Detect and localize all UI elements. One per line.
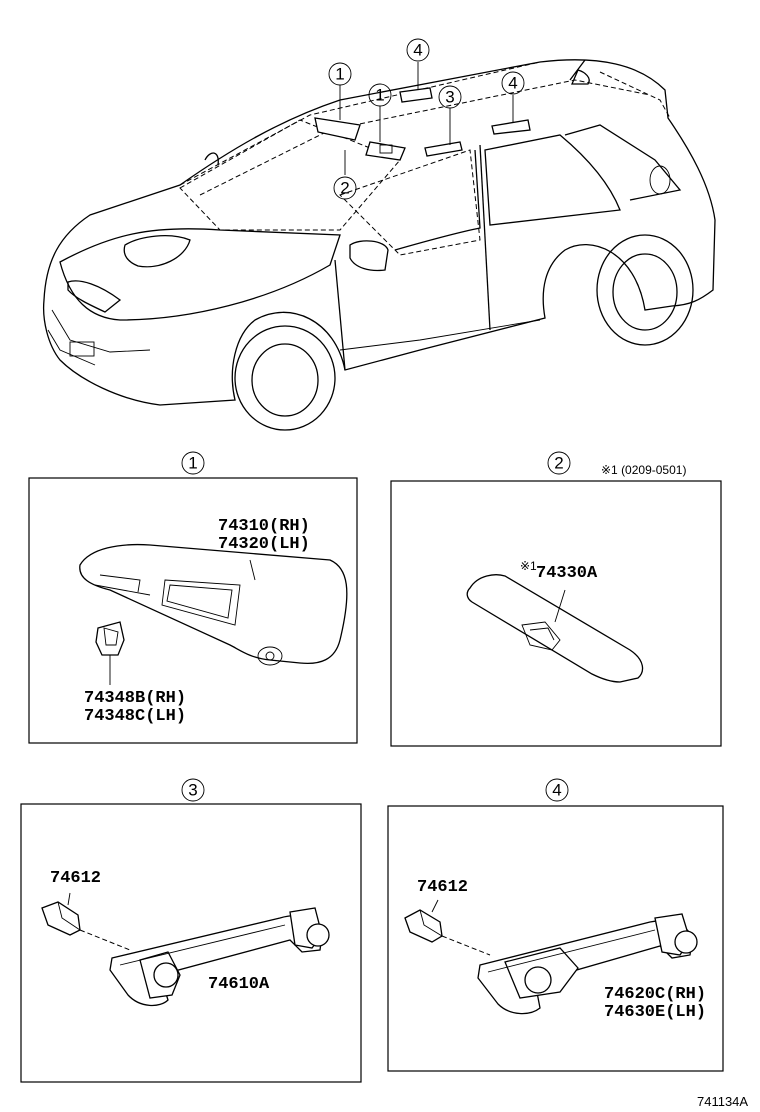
callout-4a: 4 [406, 38, 430, 62]
svg-text:1: 1 [375, 86, 384, 105]
car-illustration [42, 59, 716, 431]
label-74610A: 74610A [208, 975, 270, 994]
diagram-code: 741134A [697, 1094, 748, 1109]
callout-4b: 4 [501, 71, 525, 95]
svg-text:2: 2 [340, 179, 349, 198]
svg-text:4: 4 [508, 74, 517, 93]
label-74330A: 74330A [536, 564, 598, 583]
panel-3-marker [181, 778, 205, 802]
callout-1a: 1 [328, 62, 352, 86]
label-74348B: 74348B(RH) [84, 689, 186, 708]
label-74310: 74310(RH) [218, 517, 310, 536]
panel-1-sun-visor: 1 74310(RH) 74320(LH) 74348B(RH) 74348C(… [28, 451, 358, 744]
panel-2-note: ※1 (0209-0501) [601, 463, 686, 477]
label-74612-p4: 74612 [417, 878, 468, 897]
label-74612-p3: 74612 [50, 869, 101, 888]
panel-2-title: 2 [554, 454, 563, 473]
svg-text:1: 1 [335, 65, 344, 84]
label-74348C: 74348C(LH) [84, 707, 186, 726]
label-74620C: 74620C(RH) [604, 985, 706, 1004]
svg-text:3: 3 [445, 88, 454, 107]
svg-text:4: 4 [413, 41, 422, 60]
callout-1b: 1 [368, 83, 392, 107]
panel-1-title: 1 [188, 454, 197, 473]
panel-3-assist-grip: 3 74612 74610A [20, 778, 362, 1083]
callout-2: 2 [333, 176, 357, 200]
label-74320: 74320(LH) [218, 535, 310, 554]
panel-1-marker [181, 451, 205, 475]
panel-3-title: 3 [188, 781, 197, 800]
panel-4-assist-grip: 4 74612 74620C(RH) 74630E(LH) [387, 778, 724, 1072]
panel-2-part-mark: ※1 [520, 559, 537, 573]
panel-2-marker [547, 451, 571, 475]
label-74630E: 74630E(LH) [604, 1003, 706, 1022]
panel-4-title: 4 [552, 781, 561, 800]
callout-3: 3 [438, 85, 462, 109]
panel-4-marker [545, 778, 569, 802]
panel-2-visor-extension: 2 ※1 (0209-0501) ※1 74330A [390, 451, 722, 747]
